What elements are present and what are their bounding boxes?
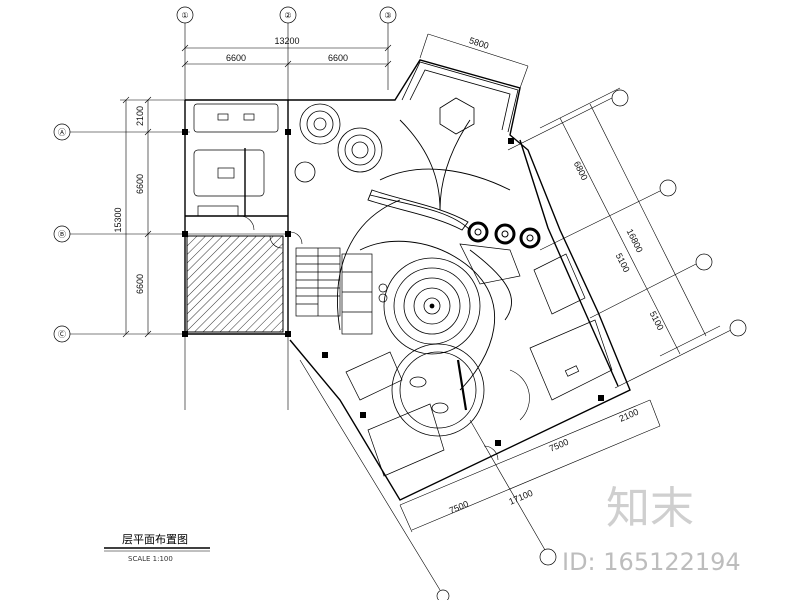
dim-left-top: 2100 [135, 106, 145, 126]
dim-left-mid: 6600 [135, 174, 145, 194]
restroom-stalls [341, 253, 388, 335]
central-rotunda [383, 257, 481, 355]
staircase [295, 247, 341, 317]
grid-axis-left-c: Ⓒ [58, 330, 66, 339]
grid-axis-top-2: ② [284, 11, 291, 20]
reception-band [367, 189, 469, 231]
door-swings [239, 215, 530, 461]
display-rings [467, 221, 541, 249]
dim-top-right: 6600 [328, 53, 348, 63]
dim-top-left: 6600 [226, 53, 246, 63]
right-dimension-lines [539, 87, 721, 357]
top-dimension-lines [181, 33, 529, 89]
drawing-scale: SCALE 1:100 [128, 555, 173, 563]
drawing-title: 层平面布置图 [122, 533, 188, 546]
hatched-room [186, 235, 284, 333]
title-block: 层平面布置图 SCALE 1:100 [104, 533, 210, 563]
dim-right-b: 5100 [614, 251, 632, 273]
grid-axis-top-3: ③ [384, 11, 391, 20]
left-dimension-lines [120, 96, 185, 338]
dim-right-a: 6800 [572, 159, 590, 181]
dim-top-wing: 5800 [468, 35, 490, 51]
office-furniture [193, 103, 613, 477]
watermark: 知末 ID: 165122194 [562, 483, 741, 576]
grid-axis-left-a: Ⓐ [58, 128, 66, 137]
dim-bottom-left: 7500 [448, 499, 470, 516]
dim-bottom-end: 2100 [618, 407, 640, 424]
dim-bottom-total: 17100 [507, 488, 534, 507]
dim-right-total: 16800 [625, 227, 645, 254]
grid-axis-top-1: ① [181, 11, 188, 20]
dim-left-bottom: 6600 [135, 274, 145, 294]
lower-round-room [391, 343, 485, 437]
watermark-brand: 知末 [606, 483, 694, 534]
grid-axis-left-b: Ⓑ [58, 230, 66, 239]
grid-lines [70, 22, 736, 591]
upper-round-features [294, 97, 475, 183]
dim-bottom-right: 7500 [548, 437, 570, 454]
dim-top-total: 13200 [274, 36, 299, 46]
lobby-curves [337, 119, 513, 391]
watermark-id: ID: 165122194 [562, 548, 741, 576]
dim-left-total: 15300 [113, 207, 123, 232]
bottom-dimension-lines [399, 399, 661, 533]
dim-right-c: 5100 [648, 309, 666, 331]
top-wing-terrace [401, 61, 519, 133]
columns [182, 129, 604, 446]
grid-axis-bubbles [53, 6, 747, 600]
